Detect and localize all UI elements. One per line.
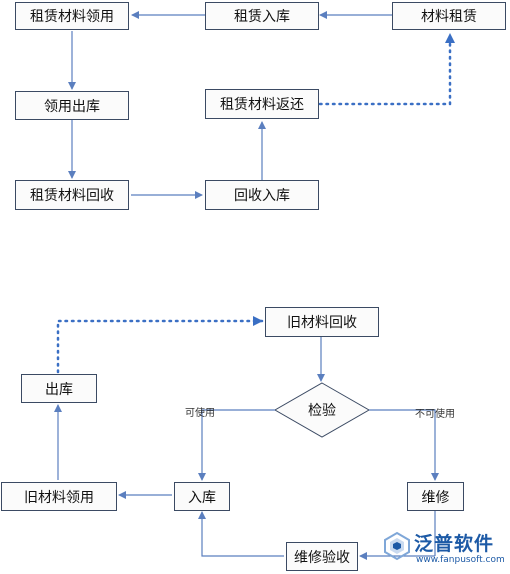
inspect-diamond-shape [273, 382, 371, 438]
node-in-stock: 入库 [174, 482, 230, 511]
dotted-arrow-out-stock-to-old-recycle [56, 316, 264, 374]
node-inspect-label: 检验 [308, 403, 336, 419]
node-rent-material: 材料租赁 [392, 2, 506, 30]
brand-logo: 泛普软件 www.fanpusoft.com [382, 528, 505, 572]
arrow-inspect-unusable-to-repair [369, 409, 439, 481]
node-rent-in-stock: 租赁入库 [205, 2, 319, 30]
node-recycle-in-stock: 回收入库 [205, 180, 319, 210]
arrow-inspect-usable-to-in-stock [198, 409, 275, 481]
node-rent-material-use: 租赁材料领用 [15, 2, 129, 30]
node-repair-acceptance: 维修验收 [286, 542, 358, 571]
node-old-material-recycle: 旧材料回收 [265, 307, 379, 337]
edge-label-unusable: 不可使用 [415, 409, 455, 420]
node-rent-material-recycle: 租赁材料回收 [15, 180, 129, 210]
arrow-acceptance-to-in-stock [198, 511, 284, 557]
node-old-material-use: 旧材料领用 [1, 482, 117, 511]
brand-logo-icon [384, 531, 410, 561]
edge-label-usable: 可使用 [185, 408, 215, 419]
dotted-arrow-return-to-rent [318, 32, 455, 106]
node-repair: 维修 [407, 482, 464, 511]
brand-name: 泛普软件 [414, 533, 495, 555]
node-rent-material-return: 租赁材料返还 [205, 89, 319, 119]
brand-url: www.fanpusoft.com [416, 555, 505, 565]
node-use-out-stock: 领用出库 [15, 91, 129, 120]
node-out-stock: 出库 [21, 374, 97, 403]
